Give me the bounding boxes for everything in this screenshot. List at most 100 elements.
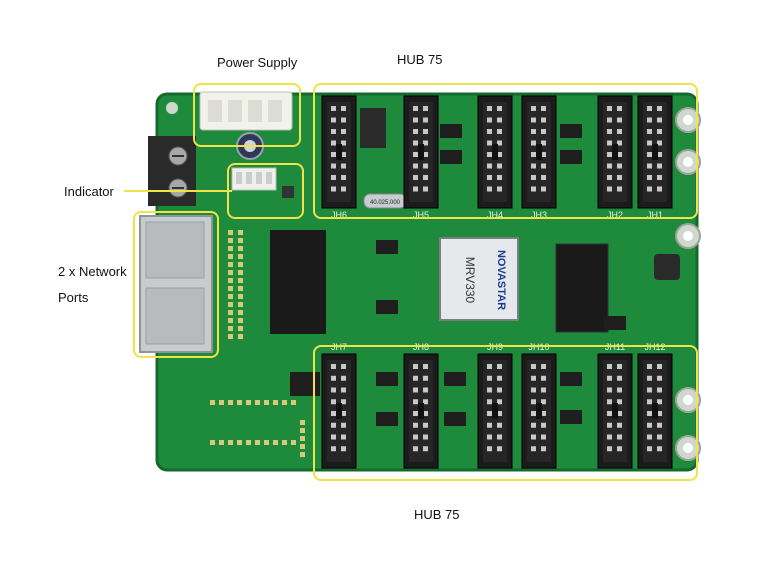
small-ic [376, 372, 398, 386]
hub75-connector-top-3 [477, 95, 513, 209]
port-label-top: JH2 [607, 210, 623, 220]
power-supply-highlight [193, 83, 301, 147]
hub75-connector-top-4 [521, 95, 557, 209]
pin [238, 262, 243, 267]
pin [282, 400, 287, 405]
pin [228, 400, 233, 405]
pin [238, 230, 243, 235]
hub75-bottom-label: HUB 75 [414, 507, 460, 522]
port-label-bottom: JH9 [487, 342, 503, 352]
small-ic [444, 372, 466, 386]
hub75-connectors-bottom [321, 353, 673, 469]
pin [300, 452, 305, 457]
pin [238, 246, 243, 251]
screw-terminal [148, 136, 196, 206]
small-ic [376, 240, 398, 254]
pin [228, 238, 233, 243]
hub75-top-label: HUB 75 [397, 52, 443, 67]
pin [300, 428, 305, 433]
port-label-top: JH5 [413, 210, 429, 220]
pin-header-column [228, 230, 243, 339]
pin [210, 440, 215, 445]
crystal-label: 40.025.000 [370, 200, 401, 206]
pin [255, 400, 260, 405]
pin [300, 420, 305, 425]
pin [246, 440, 251, 445]
small-ic [376, 300, 398, 314]
pin [300, 444, 305, 449]
small-ic-group [360, 108, 626, 426]
pin [228, 302, 233, 307]
pin [238, 278, 243, 283]
indicator-header [231, 167, 294, 198]
pin [291, 400, 296, 405]
regulator [360, 108, 386, 128]
pin [228, 278, 233, 283]
hub75-connectors-top [321, 95, 673, 209]
port-label-top: JH6 [331, 210, 347, 220]
hub75-connector-top-2 [403, 95, 439, 209]
inductor [654, 254, 680, 280]
port-label-bottom: JH10 [528, 342, 549, 352]
pin [228, 318, 233, 323]
pin [228, 294, 233, 299]
pin [219, 440, 224, 445]
small-ic [290, 372, 320, 396]
indicator-highlight [227, 163, 304, 219]
hub75-top-highlight [313, 83, 698, 219]
pin [238, 254, 243, 259]
pin [300, 436, 305, 441]
pin [219, 400, 224, 405]
pin [228, 246, 233, 251]
pin [237, 400, 242, 405]
hub75-connector-top-1 [321, 95, 357, 209]
port-label-bottom: JH7 [331, 342, 347, 352]
pin [264, 440, 269, 445]
indicator-label: Indicator [64, 184, 114, 199]
regulator [360, 128, 386, 148]
pin [228, 440, 233, 445]
pin [238, 310, 243, 315]
pin [238, 318, 243, 323]
hub75-bottom-highlight [313, 345, 698, 481]
pin [264, 400, 269, 405]
network-ports-label-line1: 2 x Network [58, 264, 127, 279]
hub75-connector-top-6 [637, 95, 673, 209]
small-ic [440, 150, 462, 164]
hub75-connector-bottom-6 [637, 353, 673, 469]
hub75-connector-bottom-5 [597, 353, 633, 469]
port-label-bottom: JH11 [605, 342, 625, 352]
mounting-holes [166, 102, 701, 461]
power-supply-label: Power Supply [217, 55, 298, 70]
pin [228, 262, 233, 267]
pin [238, 238, 243, 243]
hub75-connector-bottom-2 [403, 353, 439, 469]
pin [237, 440, 242, 445]
small-ic [376, 412, 398, 426]
network-ports-highlight [133, 211, 219, 358]
pin [238, 270, 243, 275]
chip-brand: NOVASTAR [495, 250, 507, 310]
pin [273, 440, 278, 445]
small-ic [560, 150, 582, 164]
hub75-connector-top-5 [597, 95, 633, 209]
small-ic [560, 372, 582, 386]
small-ic [444, 412, 466, 426]
pin [255, 440, 260, 445]
port-label-top: JH1 [647, 210, 663, 220]
chip-model: MRV330 [463, 257, 477, 304]
port-label-bottom: JH8 [413, 342, 429, 352]
small-ic [560, 410, 582, 424]
network-ports-label-line2: Ports [58, 290, 89, 305]
pin [238, 326, 243, 331]
pin [291, 440, 296, 445]
fpga-chip [555, 243, 609, 333]
port-label-bottom: JH12 [644, 342, 665, 352]
pin [246, 400, 251, 405]
pin [238, 334, 243, 339]
hub75-connector-bottom-1 [321, 353, 357, 469]
bottom-pin-headers [210, 372, 320, 457]
